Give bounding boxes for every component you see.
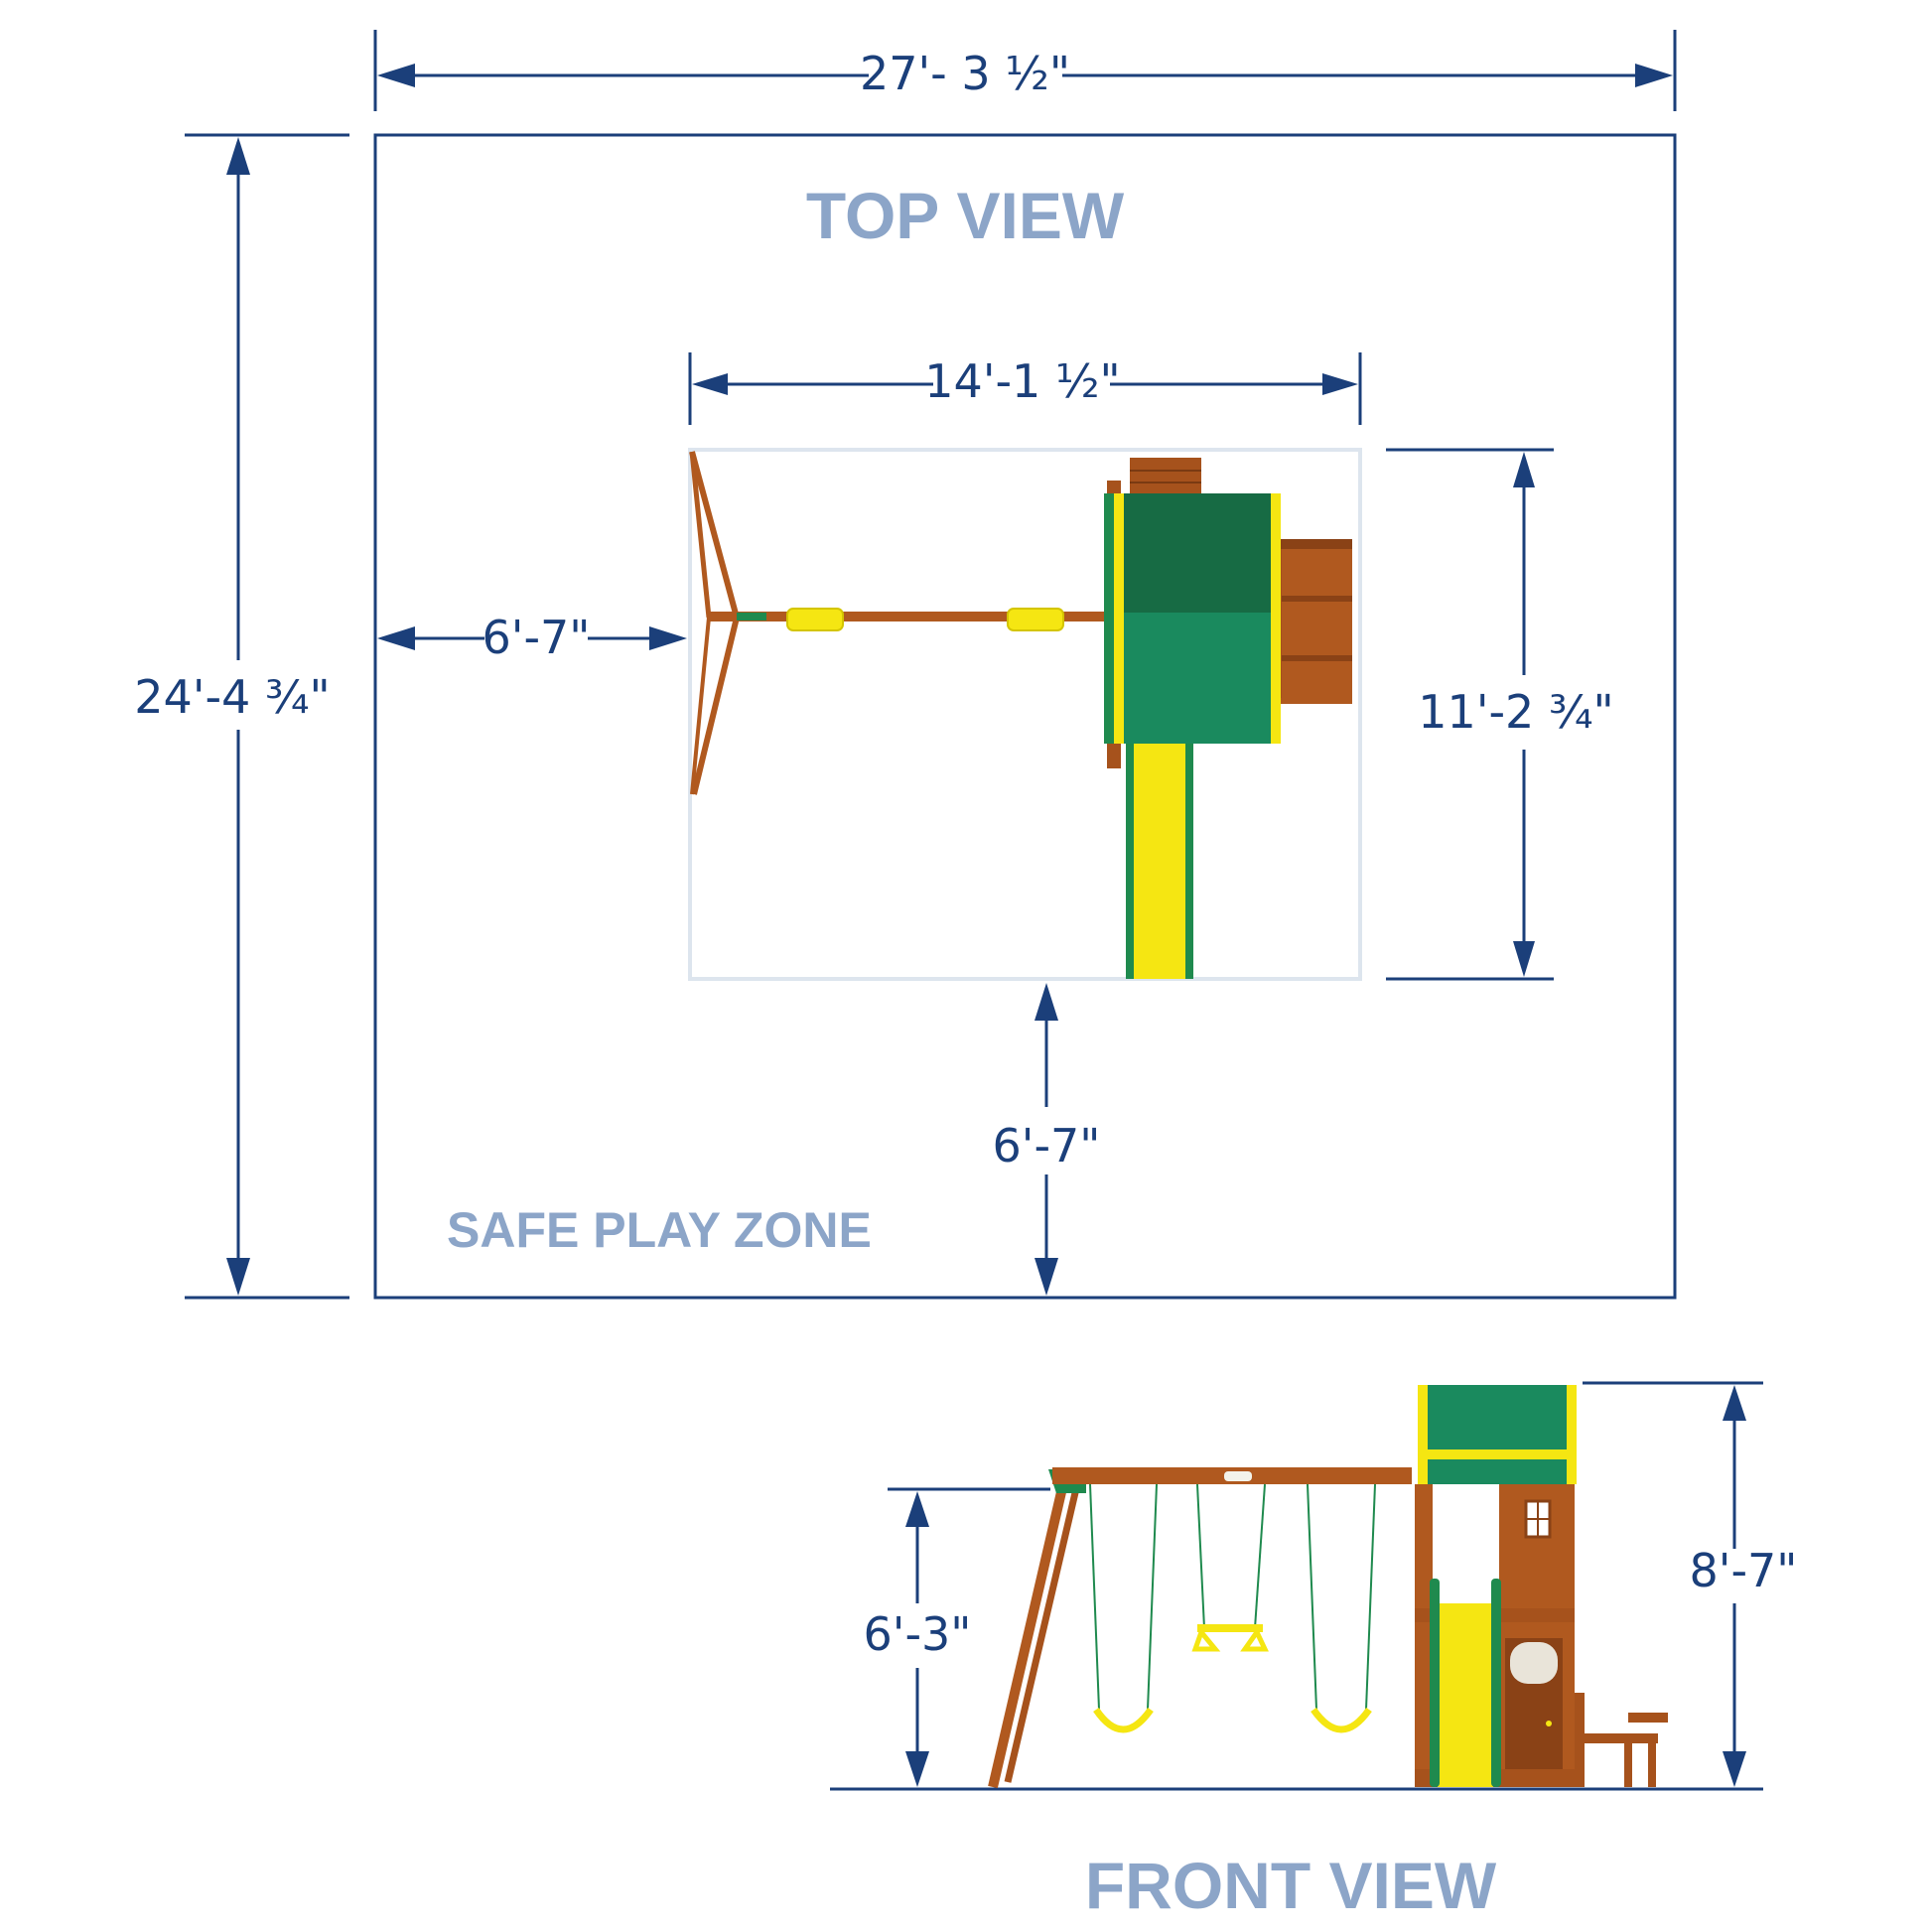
unit-width-label: 14'-1 ½" — [924, 354, 1120, 408]
left-clearance-dimension: 6'-7" — [377, 611, 687, 664]
swing-seat — [786, 608, 844, 631]
overall-width-dimension: 27'- 3 ½" — [373, 30, 1677, 111]
unit-width-dimension: 14'-1 ½" — [688, 352, 1362, 425]
swing-seat — [1093, 1707, 1154, 1733]
top-view: 27'- 3 ½" 24'-4 ¾" TOP VIEW 14'-1 ½" — [134, 30, 1677, 1300]
slide — [1438, 1603, 1493, 1787]
swing-seat — [1007, 608, 1064, 631]
beam-height-dimension: 6'-3" — [864, 1487, 1050, 1787]
overall-height-label: 8'-7" — [1690, 1544, 1798, 1597]
front-view-title: FRONT VIEW — [1085, 1849, 1497, 1922]
front-view: 6'-3" 8'-7" — [830, 1381, 1798, 1922]
beam-height-label: 6'-3" — [864, 1607, 972, 1661]
overall-depth-label: 24'-4 ¾" — [134, 670, 330, 724]
unit-depth-label: 11'-2 ¾" — [1418, 685, 1613, 739]
overall-height-dimension: 8'-7" — [1583, 1381, 1798, 1787]
overall-width-label: 27'- 3 ½" — [860, 47, 1070, 100]
canopy — [1418, 1385, 1577, 1484]
front-clearance-dimension: 6'-7" — [993, 983, 1101, 1296]
trapeze-bar — [1197, 1624, 1263, 1632]
left-clearance-label: 6'-7" — [483, 611, 591, 664]
unit-footprint — [688, 448, 1362, 981]
front-clearance-label: 6'-7" — [993, 1119, 1101, 1173]
unit-depth-dimension: 11'-2 ¾" — [1386, 448, 1614, 981]
safe-play-zone-label: SAFE PLAY ZONE — [447, 1202, 872, 1258]
playset-front-illustration — [988, 1385, 1668, 1789]
playset-top-illustration — [688, 448, 1362, 981]
slide — [1130, 744, 1189, 979]
top-view-title: TOP VIEW — [806, 179, 1125, 252]
safe-play-zone-outline — [373, 133, 1677, 1300]
overall-depth-dimension: 24'-4 ¾" — [134, 133, 349, 1300]
swing-seat — [1311, 1707, 1372, 1733]
